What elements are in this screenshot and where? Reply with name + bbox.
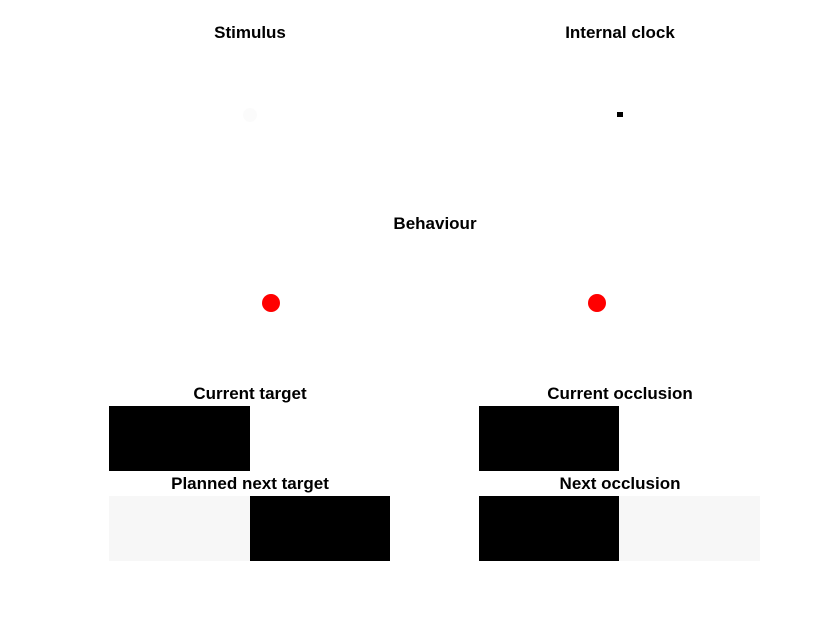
current-target-title: Current target (193, 384, 307, 403)
next-occlusion-cell-2 (619, 496, 760, 561)
internal-clock-title: Internal clock (565, 23, 675, 42)
current-occlusion-cell-2 (619, 406, 760, 471)
planned-next-target-cell-1 (109, 496, 250, 561)
behaviour-dot-left (262, 294, 280, 312)
current-occlusion-cell-1 (479, 406, 619, 471)
planned-next-target-cell-2 (250, 496, 390, 561)
behaviour-dot-right (588, 294, 606, 312)
next-occlusion-cell-1 (479, 496, 619, 561)
current-target-cell-1 (109, 406, 250, 471)
internal-clock-marker (617, 112, 623, 117)
current-occlusion-title: Current occlusion (547, 384, 693, 403)
current-target-cell-2 (250, 406, 390, 471)
planned-next-target-title: Planned next target (171, 474, 329, 493)
stimulus-title: Stimulus (214, 23, 286, 42)
next-occlusion-title: Next occlusion (559, 474, 681, 493)
behaviour-title: Behaviour (393, 214, 477, 233)
stimulus-marker (243, 108, 257, 122)
